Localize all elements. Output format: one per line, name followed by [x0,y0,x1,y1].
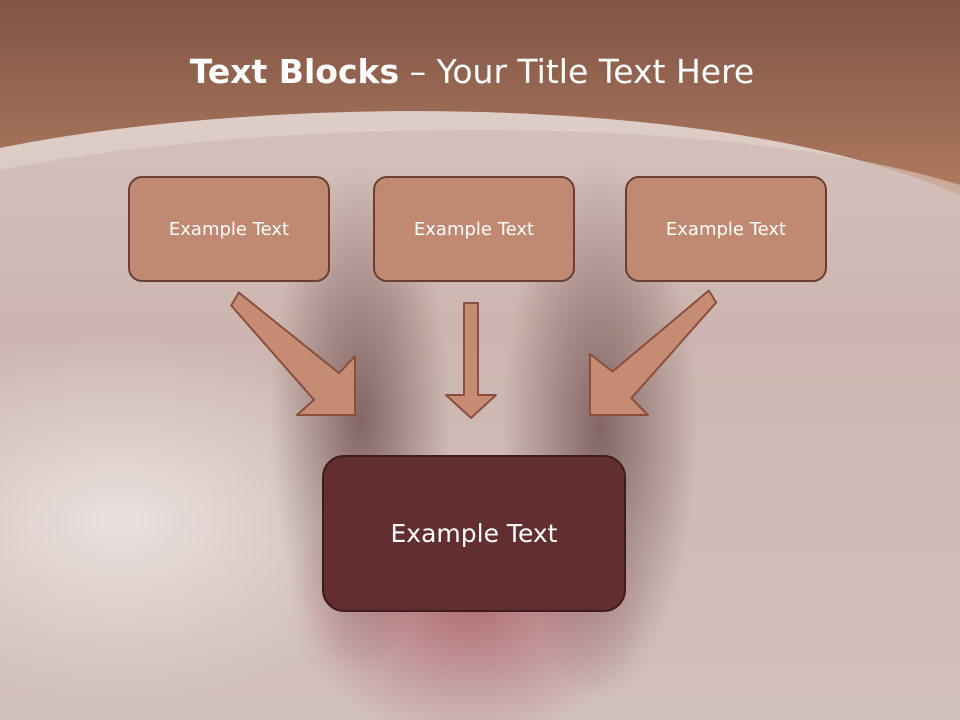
header-band [0,0,960,195]
slide-title: Text Blocks – Your Title Text Here [0,52,944,91]
arrow-right [589,289,718,416]
text-block-right: Example Text [625,176,827,282]
result-block: Example Text [322,455,626,612]
text-block-left-label: Example Text [168,218,290,240]
title-rest: Your Title Text Here [436,52,755,91]
text-block-right-label: Example Text [665,218,787,240]
title-bold: Text Blocks [189,52,400,91]
text-block-left: Example Text [128,176,330,282]
title-dash: – [409,52,427,91]
text-block-center-label: Example Text [413,218,535,240]
arrow-left [230,291,356,416]
header-shape [0,0,960,195]
text-block-center: Example Text [373,176,575,282]
result-block-label: Example Text [390,519,558,548]
header-swoosh [0,111,960,195]
arrow-center [445,302,497,419]
